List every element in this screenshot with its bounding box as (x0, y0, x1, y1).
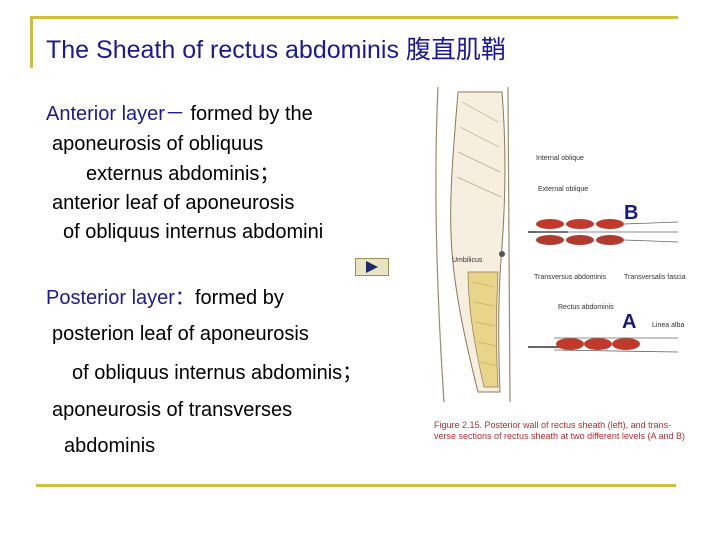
anterior-line-3: externus abdominis； (86, 163, 280, 185)
caption-line-2: verse sections of rectus sheath at two d… (434, 431, 685, 441)
anterior-line-1: Anterior layer－ formed by the (46, 102, 313, 126)
anterior-line-4: anterior leaf of aponeurosis (52, 192, 295, 214)
rectus-sheath-figure: Internal oblique External oblique B Umbi… (428, 82, 690, 460)
bottom-rule (36, 484, 676, 487)
slide-title: The Sheath of rectus abdominis 腹直肌鞘 (46, 36, 506, 64)
section-a (553, 337, 679, 353)
posterior-line-4: aponeurosis of transverses (52, 399, 293, 421)
anterior-line-5: of obliquus internus abdomini (63, 221, 324, 243)
rectus-sheath-illustration (428, 82, 690, 412)
posterior-line-1-rest: formed by (194, 287, 284, 309)
figure-caption: Figure 2.15. Posterior wall of rectus sh… (434, 420, 685, 442)
label-rectus: Rectus abdominis (558, 304, 614, 311)
label-b: B (624, 202, 639, 224)
posterior-line-2: posterion leaf of aponeurosis (52, 323, 309, 345)
caption-line-1: Figure 2.15. Posterior wall of rectus sh… (434, 420, 672, 430)
section-b (536, 219, 679, 245)
label-a: A (622, 311, 637, 333)
label-transversus: Transversus abdominis (534, 274, 607, 281)
title-accent-bar (30, 16, 33, 68)
next-slide-button[interactable] (355, 258, 389, 276)
posterior-line-5: abdominis (64, 435, 156, 457)
label-linea-alba: Linea alba (652, 322, 685, 329)
label-internal-oblique: Internal oblique (536, 155, 584, 162)
anterior-line-1-rest: formed by the (184, 103, 313, 125)
anterior-dash: － (164, 103, 185, 125)
title-top-rule (30, 16, 678, 19)
label-umbilicus: Umbilicus (452, 257, 483, 264)
anterior-line-2: aponeurosis of obliquus (52, 133, 264, 155)
posterior-line-3: of obliquus internus abdominis； (72, 362, 363, 384)
play-icon (366, 261, 378, 273)
label-external-oblique: External oblique (538, 186, 589, 193)
label-transversalis: Transversalis fascia (624, 274, 686, 281)
anterior-heading: Anterior layer (46, 103, 165, 125)
posterior-line-1: Posterior layer：formed by (46, 286, 284, 310)
posterior-heading: Posterior layer： (46, 287, 195, 309)
